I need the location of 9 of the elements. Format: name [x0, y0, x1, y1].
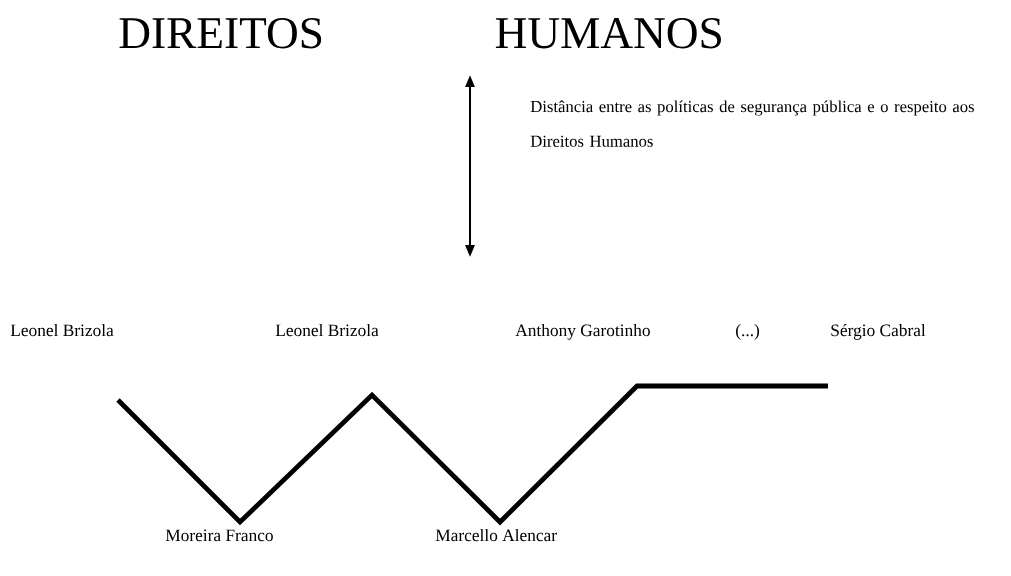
name-label: (...): [736, 324, 760, 340]
name-label: Leonel Brizola: [10, 324, 114, 337]
title: DIREITOS HUMANOS: [119, 18, 721, 49]
name-label: Sérgio Cabral: [831, 323, 926, 340]
name-label: Marcello Alencar: [435, 529, 557, 542]
annotation-text: Distância entre as políticas de segurança pública e o respeito aos Direitos Humanos: [530, 100, 974, 147]
name-label: Leonel Brizola: [275, 324, 379, 337]
name-label: Anthony Garotinho: [515, 324, 650, 340]
name-label: Moreira Franco: [165, 529, 273, 542]
